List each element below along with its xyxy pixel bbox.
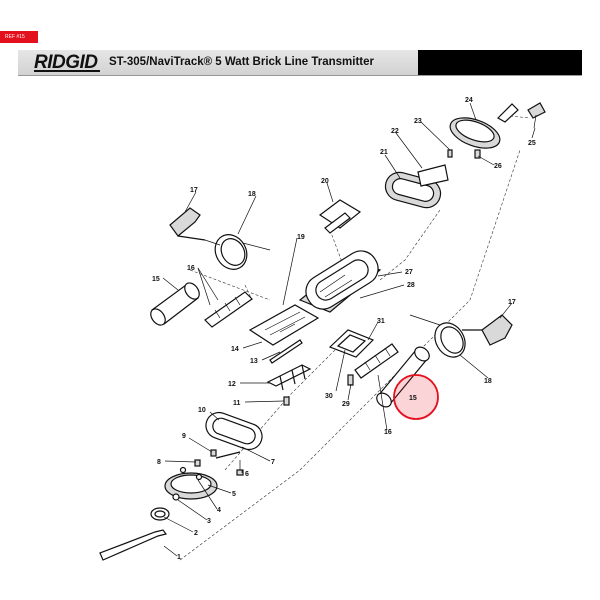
callout-25: 25 (528, 140, 536, 147)
callout-27: 27 (405, 269, 413, 276)
part-clip-right (354, 343, 399, 379)
part-pad (328, 329, 375, 358)
callout-23: 23 (414, 118, 422, 125)
part-screw-29 (347, 374, 354, 386)
part-tube-left (150, 282, 200, 326)
callout-15-highlighted: 15 (409, 395, 417, 402)
callout-26: 26 (494, 163, 502, 170)
callout-24: 24 (465, 97, 473, 104)
highlight-circle (393, 374, 439, 420)
callout-16-left: 16 (187, 265, 195, 272)
callout-17-left: 17 (190, 187, 198, 194)
callout-4: 4 (217, 507, 221, 514)
callout-10: 10 (198, 407, 206, 414)
part-cable-coil-left (204, 234, 271, 270)
callout-5: 5 (232, 491, 236, 498)
callout-1: 1 (177, 554, 181, 561)
part-screws-lower (194, 449, 244, 476)
brand-logo: RIDGID (34, 52, 98, 73)
callout-21: 21 (380, 149, 388, 156)
callout-3: 3 (207, 518, 211, 525)
callout-20: 20 (321, 178, 329, 185)
callout-6: 6 (245, 471, 249, 478)
assembly-lines (179, 114, 531, 561)
part-clip-left (204, 291, 253, 328)
part-hex-key (99, 529, 168, 561)
part-plate (318, 199, 362, 234)
part-clamp-right (462, 314, 513, 346)
callout-13: 13 (250, 358, 258, 365)
callout-7: 7 (271, 459, 275, 466)
callout-18-right: 18 (484, 378, 492, 385)
callout-2: 2 (194, 530, 198, 537)
callout-22: 22 (391, 128, 399, 135)
part-circuit-board (248, 304, 320, 346)
callout-19: 19 (297, 234, 305, 241)
callout-12: 12 (228, 381, 236, 388)
callout-28: 28 (407, 282, 415, 289)
part-gasket (205, 411, 263, 451)
callout-9: 9 (182, 433, 186, 440)
part-top-end-cap (449, 103, 519, 149)
callout-labels: 1 2 3 4 5 6 7 8 9 10 11 12 13 14 15 15 1… (152, 97, 536, 561)
part-bracket (266, 364, 312, 391)
part-tube-right (376, 346, 430, 408)
callout-14: 14 (231, 346, 239, 353)
header-bar: RIDGID ST-305/NaviTrack® 5 Watt Brick Li… (18, 50, 582, 76)
callout-17-right: 17 (508, 299, 516, 306)
callout-15-left: 15 (152, 276, 160, 283)
callout-leaders (162, 102, 536, 557)
part-main-housing (298, 250, 382, 313)
part-screw-11 (283, 396, 290, 406)
part-rod (269, 339, 303, 364)
part-knob (527, 102, 546, 129)
ref-tag: REF #15 (0, 31, 38, 43)
part-cable-coil-right (409, 314, 466, 358)
callout-8: 8 (157, 459, 161, 466)
callout-29: 29 (342, 401, 350, 408)
callout-31: 31 (377, 318, 385, 325)
callout-18-left: 18 (248, 191, 256, 198)
callout-11: 11 (233, 400, 241, 407)
part-clamp-left (169, 207, 206, 241)
callout-16-right: 16 (384, 429, 392, 436)
part-screw-26 (474, 149, 481, 159)
page-title: ST-305/NaviTrack® 5 Watt Brick Line Tran… (109, 56, 374, 68)
part-end-cap (164, 466, 218, 501)
callout-30: 30 (325, 393, 333, 400)
part-clip-top (417, 149, 453, 187)
brand-underline (34, 70, 100, 72)
header-dark-panel (418, 50, 582, 75)
